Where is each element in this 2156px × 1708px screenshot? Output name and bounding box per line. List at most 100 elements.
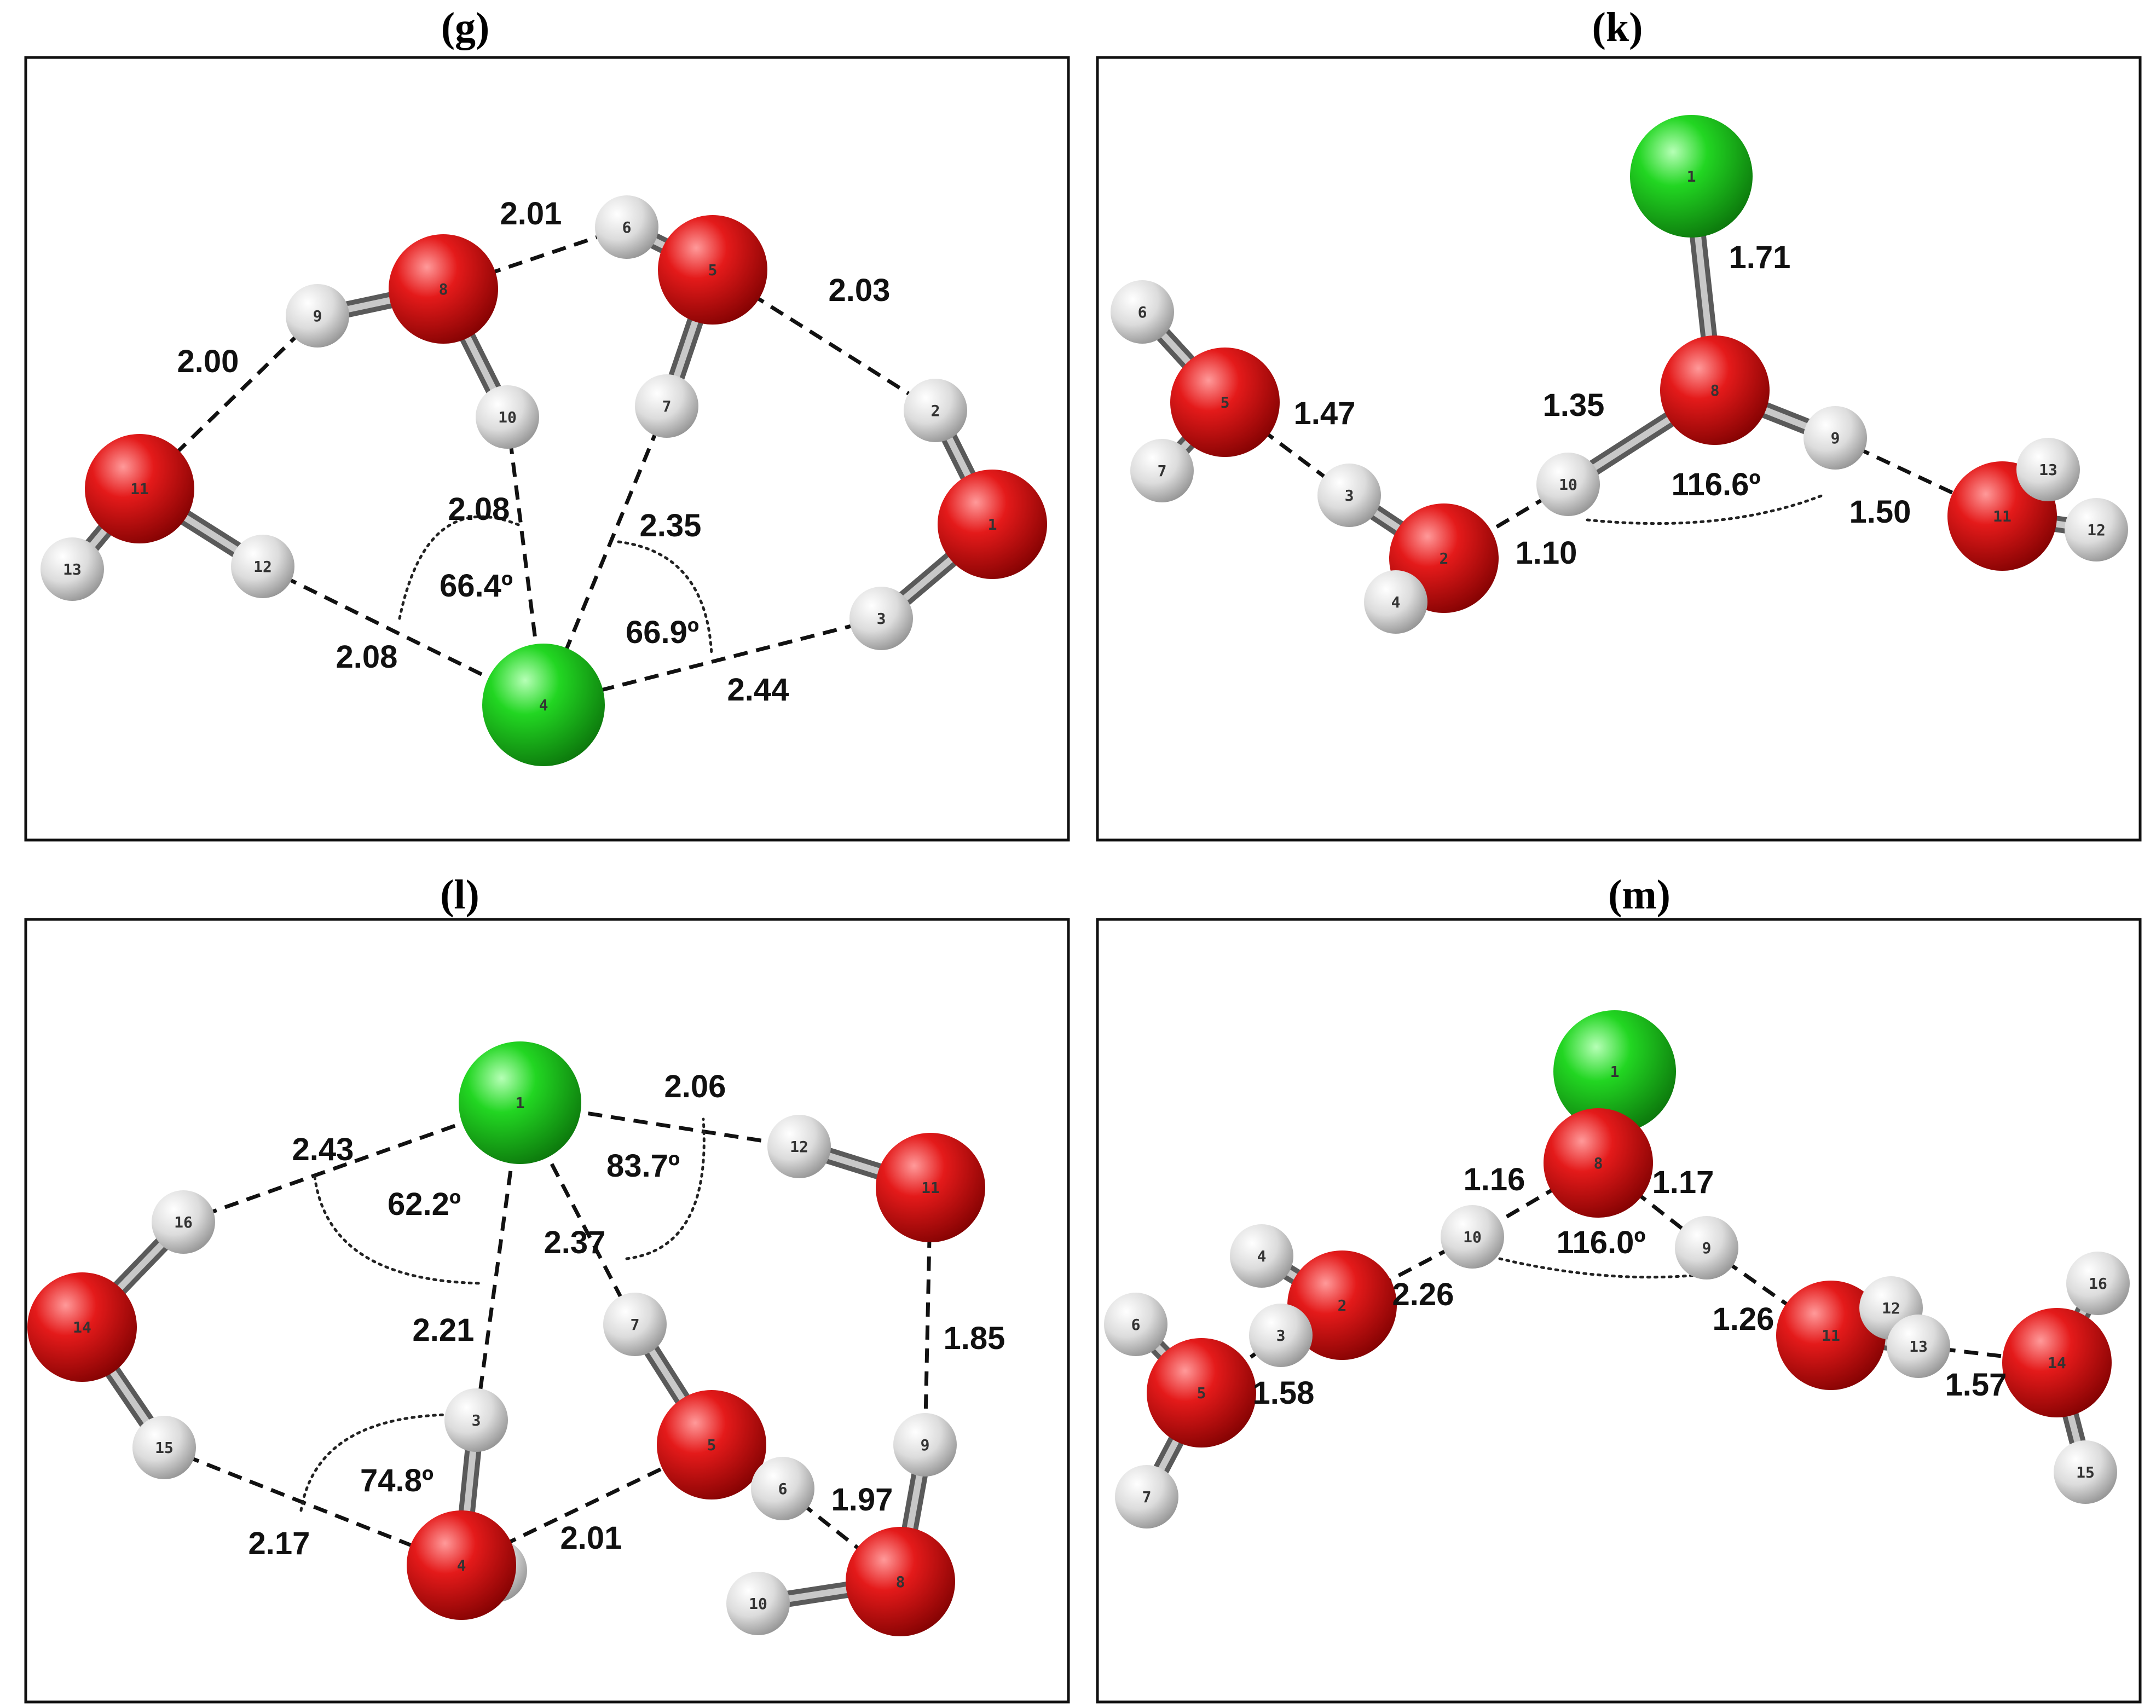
atom-number: 13: [63, 560, 82, 578]
arc-layer: [1498, 1257, 1698, 1279]
hydrogen-atom-13: [1887, 1315, 1950, 1378]
measurement-label: 2.00: [177, 344, 239, 379]
hydrogen-bond-7-4: [541, 405, 669, 706]
measurement-label: 1.17: [1652, 1165, 1714, 1200]
hydrogen-bond-9-11: [138, 314, 319, 490]
atom-number: 3: [1345, 487, 1354, 505]
hydrogen-bond-5-2: [712, 268, 937, 412]
atom-number: 5: [1197, 1384, 1206, 1402]
atom-number: 13: [2039, 461, 2057, 479]
measurement-label: 2.17: [248, 1526, 310, 1561]
oxygen-atom-5: [658, 215, 767, 325]
chlorine-atom-1: [1630, 115, 1753, 238]
atom-number: 5: [1221, 393, 1230, 412]
arc-layer: [299, 1118, 706, 1512]
hydrogen-atom-3: [444, 1388, 508, 1452]
measurement-label: 2.08: [448, 491, 510, 527]
atom-number: 2: [1440, 549, 1449, 568]
atom-number: 3: [877, 610, 886, 628]
measurement-label: 1.50: [1849, 494, 1911, 530]
hydrogen-atom-6: [751, 1457, 814, 1520]
atom-number: 8: [896, 1573, 905, 1591]
atom-number: 6: [622, 218, 632, 236]
atom-number: 6: [1138, 303, 1147, 321]
measurement-label: 2.43: [292, 1132, 354, 1167]
atom-number: 3: [472, 1411, 481, 1429]
oxygen-atom-11: [85, 434, 194, 543]
measurement-label: 2.21: [413, 1312, 475, 1348]
oxygen-atom-5: [1147, 1338, 1256, 1448]
hydrogen-atom-10: [1441, 1205, 1504, 1269]
oxygen-atom-8: [389, 234, 498, 344]
measurement-label: 2.35: [640, 508, 702, 543]
atom-number: 14: [73, 1318, 91, 1336]
oxygen-atom-11: [876, 1133, 985, 1242]
hydrogen-atom-13: [41, 537, 104, 601]
measurement-label: 1.16: [1464, 1162, 1525, 1197]
angle-arc: [1498, 1257, 1698, 1279]
atom-number: 8: [1710, 381, 1720, 400]
hydrogen-atom-10: [1536, 453, 1600, 516]
atom-number: 11: [1822, 1327, 1840, 1345]
atom-number: 16: [174, 1213, 193, 1231]
measurement-label: 83.7º: [606, 1148, 680, 1184]
measurement-label: 2.44: [727, 672, 789, 708]
oxygen-atom-1: [938, 470, 1047, 579]
atom-number: 2: [1338, 1296, 1347, 1315]
measurement-label: 1.10: [1516, 535, 1577, 571]
chlorine-atom-1: [459, 1041, 581, 1164]
oxygen-atom-4: [407, 1510, 516, 1620]
measurement-label: 66.9º: [626, 615, 699, 650]
hydrogen-atom-7: [635, 374, 698, 438]
atom-number: 5: [707, 1436, 716, 1454]
atom-number: 7: [662, 397, 672, 415]
arc-layer: [1586, 494, 1824, 525]
panel-title: (g): [441, 4, 490, 50]
atom-number: 1: [1610, 1063, 1620, 1081]
oxygen-atom-8: [846, 1527, 955, 1636]
panel-l: (l) 123456789101112141516 2.062.4383.7º6…: [24, 872, 1070, 1704]
atom-number: 10: [498, 408, 517, 426]
atom-number: 10: [749, 1595, 767, 1613]
atom-number: 11: [921, 1179, 940, 1197]
panel-title: (k): [1592, 4, 1643, 50]
oxygen-atom-14: [2002, 1308, 2112, 1417]
atom-number: 13: [1909, 1338, 1928, 1356]
hydrogen-atom-13: [2016, 438, 2080, 501]
angle-arc: [313, 1175, 483, 1285]
atom-number: 7: [1158, 462, 1167, 480]
angle-arc: [299, 1413, 467, 1512]
measurement-label: 2.03: [829, 273, 891, 308]
atom-number: 1: [516, 1094, 525, 1112]
atom-number: 12: [2087, 521, 2106, 539]
hydrogen-atom-12: [767, 1115, 831, 1178]
hydrogen-atom-15: [132, 1416, 196, 1479]
panel-title: (m): [1608, 872, 1671, 918]
atom-number: 9: [1831, 429, 1840, 447]
hydrogen-atom-16: [152, 1190, 215, 1254]
atom-number: 4: [1391, 593, 1401, 611]
atom-number: 1: [1687, 167, 1696, 186]
atom-number: 8: [1594, 1154, 1603, 1172]
atom-number: 10: [1559, 476, 1577, 494]
angle-arc: [398, 515, 522, 620]
hydrogen-atom-7: [603, 1293, 667, 1356]
angle-arc: [1586, 494, 1824, 525]
measurement-label: 2.01: [500, 196, 562, 231]
measurement-label: 1.26: [1713, 1301, 1774, 1337]
arc-layer: [398, 515, 713, 656]
measurement-label: 1.35: [1543, 387, 1605, 423]
oxygen-atom-14: [27, 1272, 137, 1382]
hydrogen-atom-12: [2065, 498, 2128, 561]
atom-number: 6: [1131, 1316, 1141, 1334]
atom-number: 8: [439, 280, 448, 298]
hydrogen-bond-3-4: [543, 616, 882, 707]
hydrogen-atom-12: [231, 535, 294, 598]
hydrogen-atom-7: [1115, 1465, 1178, 1528]
atom-number: 12: [253, 558, 272, 576]
atom-layer: 123456789101112141516: [27, 1041, 985, 1636]
atom-number: 11: [1993, 507, 2012, 525]
